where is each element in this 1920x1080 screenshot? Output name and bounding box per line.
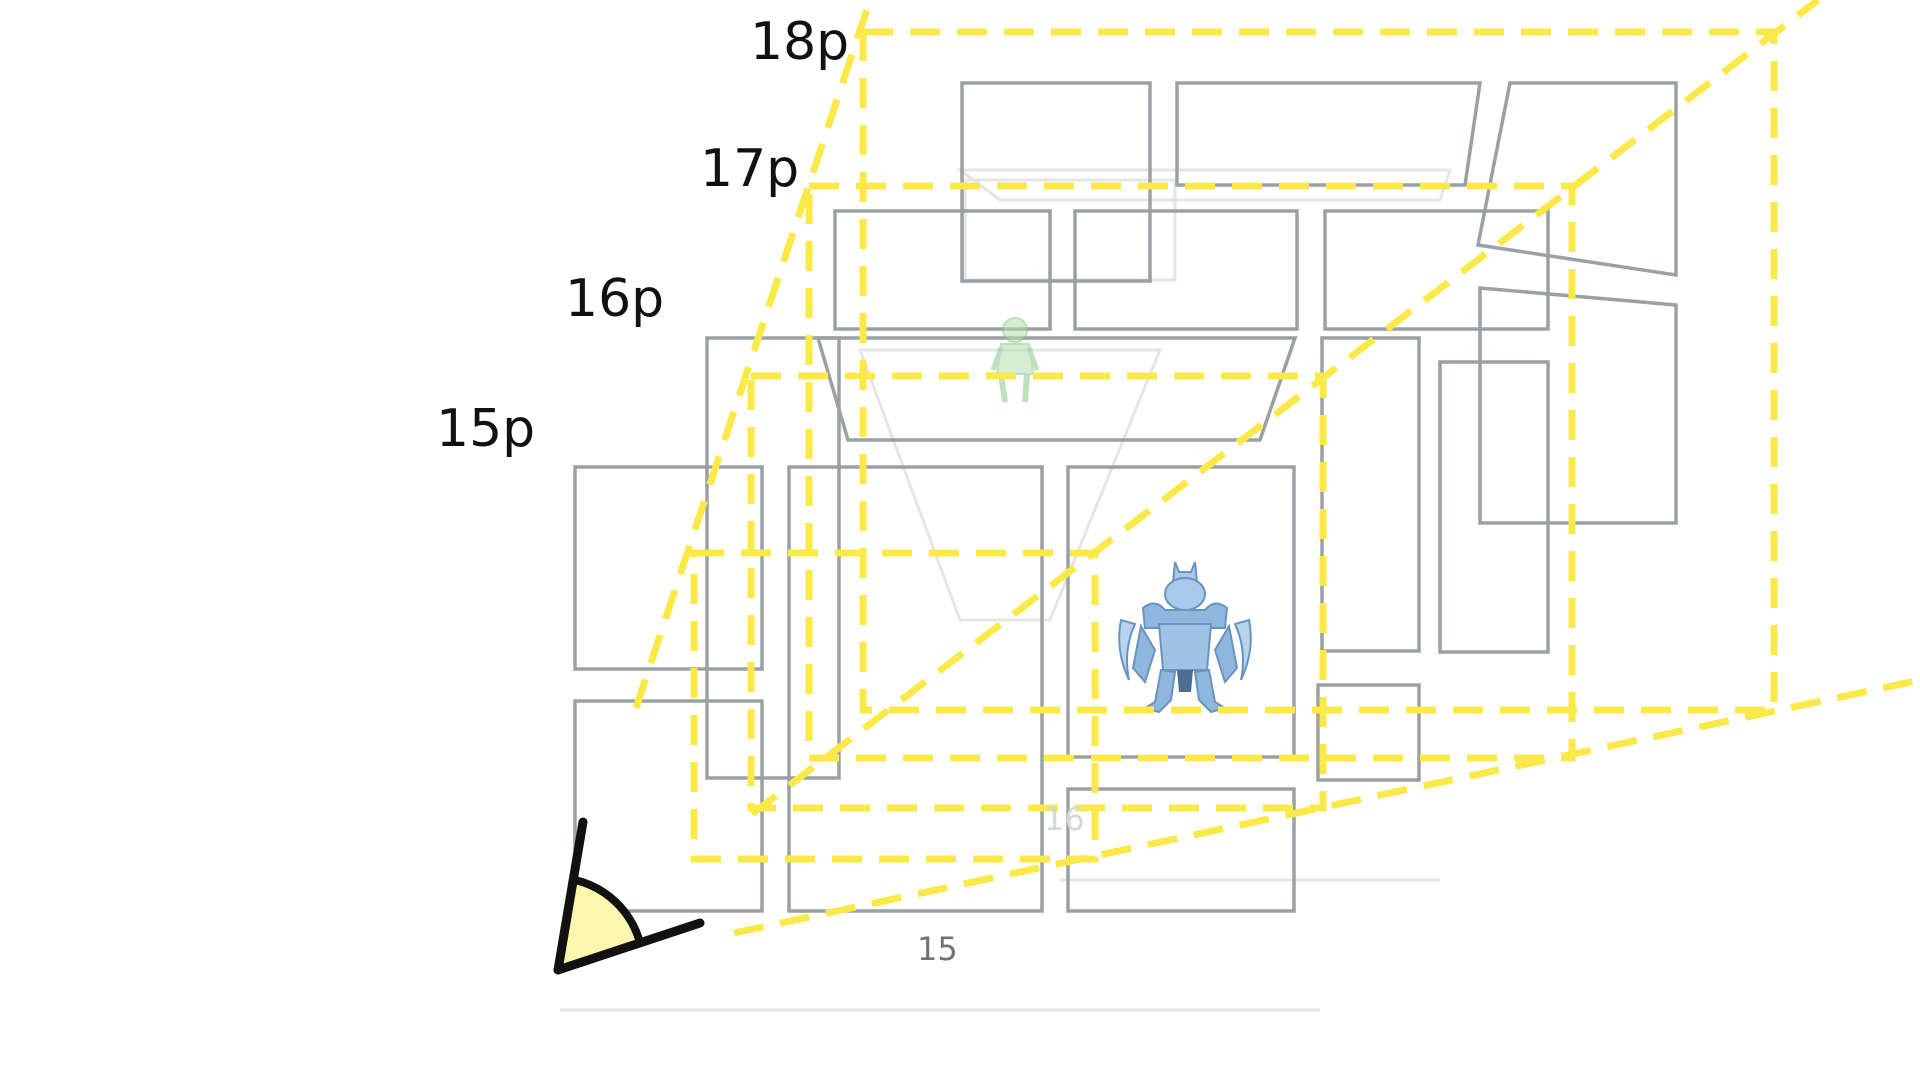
layer-label-18p: 18p [750,12,849,72]
frustum-edge-lower [733,676,1920,937]
frustum-17p [805,182,1576,762]
page-16-panels [705,336,1421,782]
page-18-panels [960,81,1678,525]
distant-figure-icon [990,317,1040,403]
layer-label-15p: 15p [436,399,535,459]
frustum-18p [859,28,1778,714]
armored-warrior-icon [1118,561,1252,714]
frustum-diagonal [749,0,1821,817]
view-frustums [632,0,1920,937]
frustum-15p [690,549,1099,863]
page-15-panels [573,465,1296,913]
page-number-15: 15 [917,930,958,968]
camera-angle-icon [553,817,705,975]
layer-label-17p: 17p [700,139,799,199]
page-17-panels [833,209,1550,654]
layer-label-16p: 16p [565,269,664,329]
frustum-edge-upper [632,0,874,710]
frustum-16p [747,372,1327,812]
page-number-16: 16 [1044,800,1085,838]
